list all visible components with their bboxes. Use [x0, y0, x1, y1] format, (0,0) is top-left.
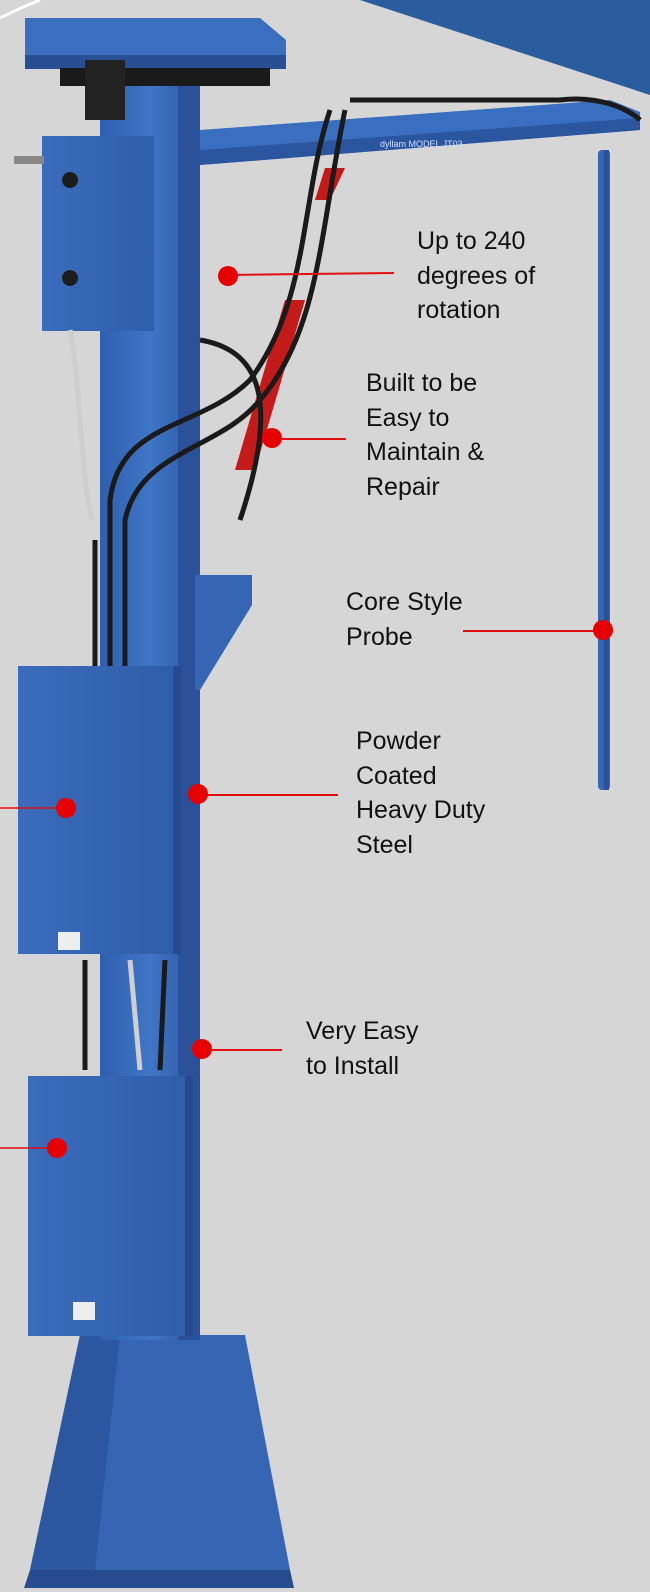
probe-bracket: [195, 575, 252, 690]
marker-install: [192, 1039, 212, 1059]
callout-install: Very Easy to Install: [306, 1017, 419, 1080]
leader-line-install: [202, 1049, 282, 1051]
callout-rotation: Up to 240 degrees of rotation: [417, 227, 536, 324]
marker-probe: [593, 620, 613, 640]
leader-line-maintain: [270, 438, 346, 440]
callout-maintain: Built to be Easy to Maintain & Repair: [366, 369, 485, 501]
electrical-box-lower: [28, 1076, 185, 1336]
leader-line-probe: [463, 630, 603, 632]
marker-left-upper: [56, 798, 76, 818]
marker-steel: [188, 784, 208, 804]
hydraulic-hoses: [82, 96, 642, 1071]
upper-control-box: [42, 136, 154, 331]
callout-steel: Powder Coated Heavy Duty Steel: [356, 727, 486, 859]
marker-rotation: [218, 266, 238, 286]
leader-line-steel: [198, 794, 338, 796]
callout-probe: Core Style Probe: [346, 588, 463, 651]
marker-left-lower: [47, 1138, 67, 1158]
corner-decoration: [360, 0, 650, 95]
electrical-box-upper: [18, 666, 173, 954]
brand-logo: dyllam MODEL JT03: [380, 139, 463, 149]
marker-maintain: [262, 428, 282, 448]
corner-arc: [0, 0, 41, 20]
